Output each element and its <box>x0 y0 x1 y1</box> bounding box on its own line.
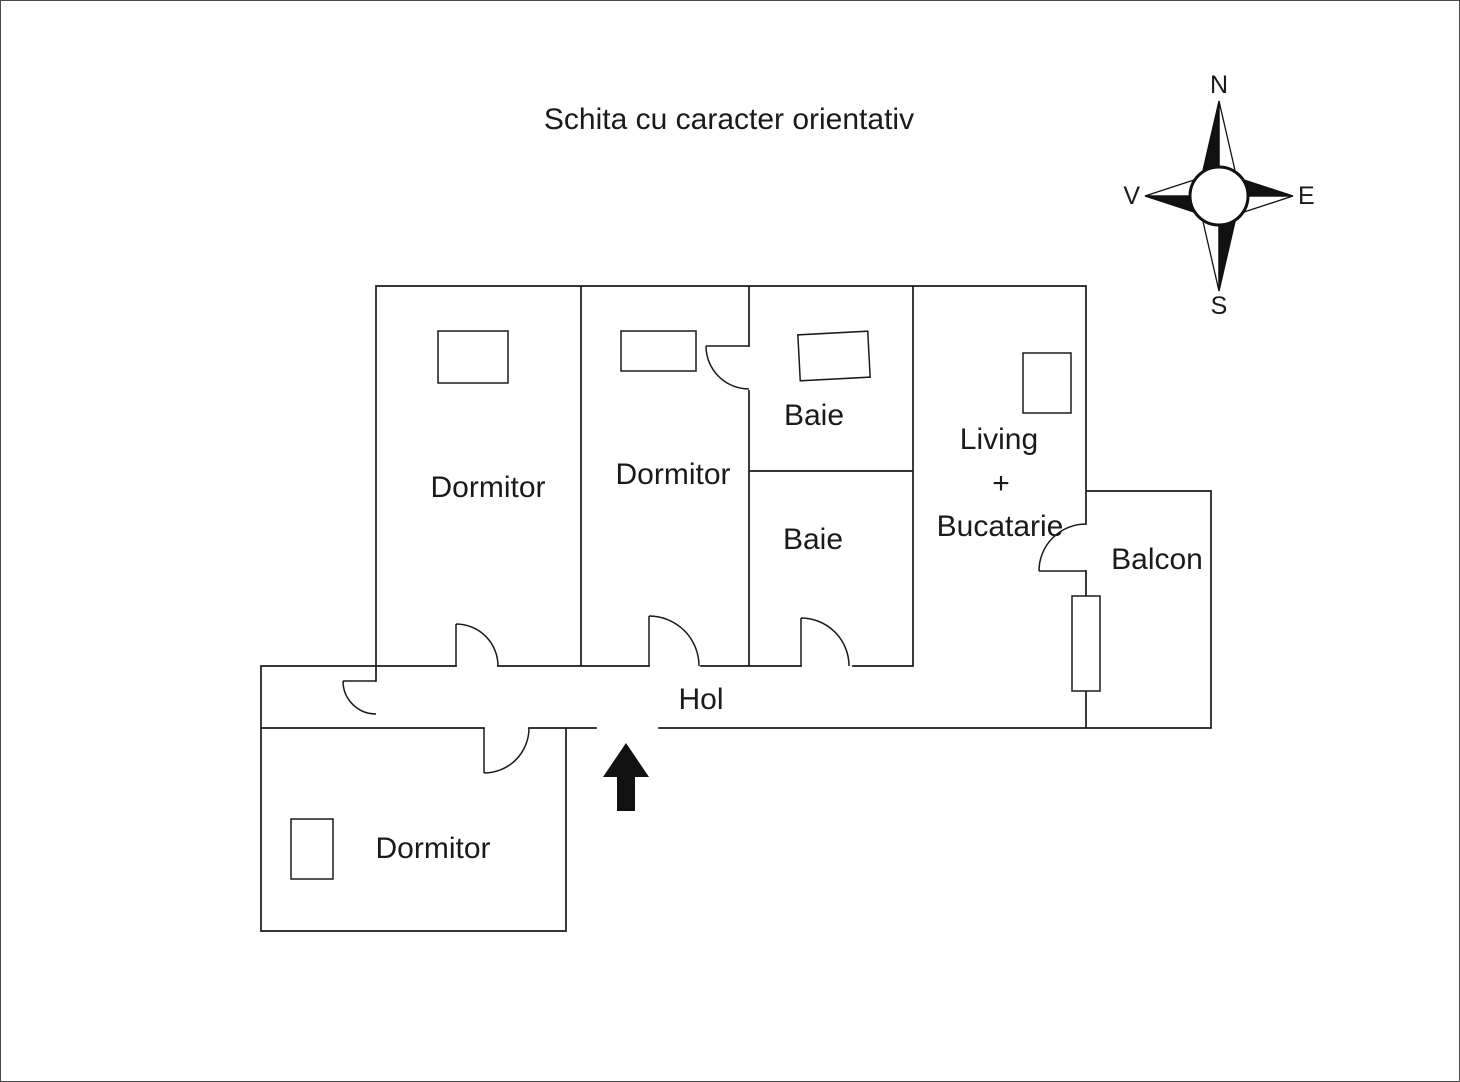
compass-label-east: E <box>1298 182 1315 210</box>
compass-hub <box>1188 165 1250 227</box>
door-arc-baie-2 <box>800 617 850 667</box>
walls <box>260 285 1212 932</box>
window-symbol-balcon <box>1071 595 1101 692</box>
compass-label-north: N <box>1210 71 1228 99</box>
room-label-bucatarie: Bucatarie <box>937 510 1064 543</box>
room-label-baie-2: Baie <box>783 523 843 556</box>
entrance-arrow <box>603 743 649 811</box>
room-label-balcon: Balcon <box>1111 543 1203 576</box>
door-arc-dormitor-3 <box>483 727 530 774</box>
room-label-baie-1: Baie <box>784 399 844 432</box>
wall-outline <box>260 285 1212 932</box>
fixtures <box>290 330 1101 880</box>
room-label-dormitor-3: Dormitor <box>375 832 490 865</box>
window-symbol-living <box>1022 352 1072 414</box>
room-label-living-plus: + <box>992 467 1010 500</box>
compass-label-west: V <box>1123 182 1140 210</box>
drawing-title: Schita cu caracter orientativ <box>544 103 914 136</box>
room-label-dormitor-1: Dormitor <box>430 471 545 504</box>
room-label-dormitor-2: Dormitor <box>615 458 730 491</box>
door-arc-baie-1 <box>705 345 750 390</box>
window-symbol-dormitor-1 <box>437 330 509 384</box>
window-symbol-dormitor-3 <box>290 818 334 880</box>
room-labels: Dormitor Dormitor Baie Baie Living + Buc… <box>375 399 1202 865</box>
room-label-hol: Hol <box>678 683 723 716</box>
compass-label-south: S <box>1211 292 1228 320</box>
window-symbol-baie-1 <box>797 330 871 382</box>
doors <box>342 345 1087 774</box>
compass-rose: N S E V <box>1123 71 1314 320</box>
room-label-living: Living <box>960 423 1038 456</box>
door-arc-balcon <box>1038 523 1087 572</box>
door-arc-hol <box>342 680 377 715</box>
window-symbol-dormitor-2 <box>620 330 697 372</box>
door-arc-dormitor-2 <box>648 615 700 667</box>
door-arc-dormitor-1 <box>455 623 499 667</box>
